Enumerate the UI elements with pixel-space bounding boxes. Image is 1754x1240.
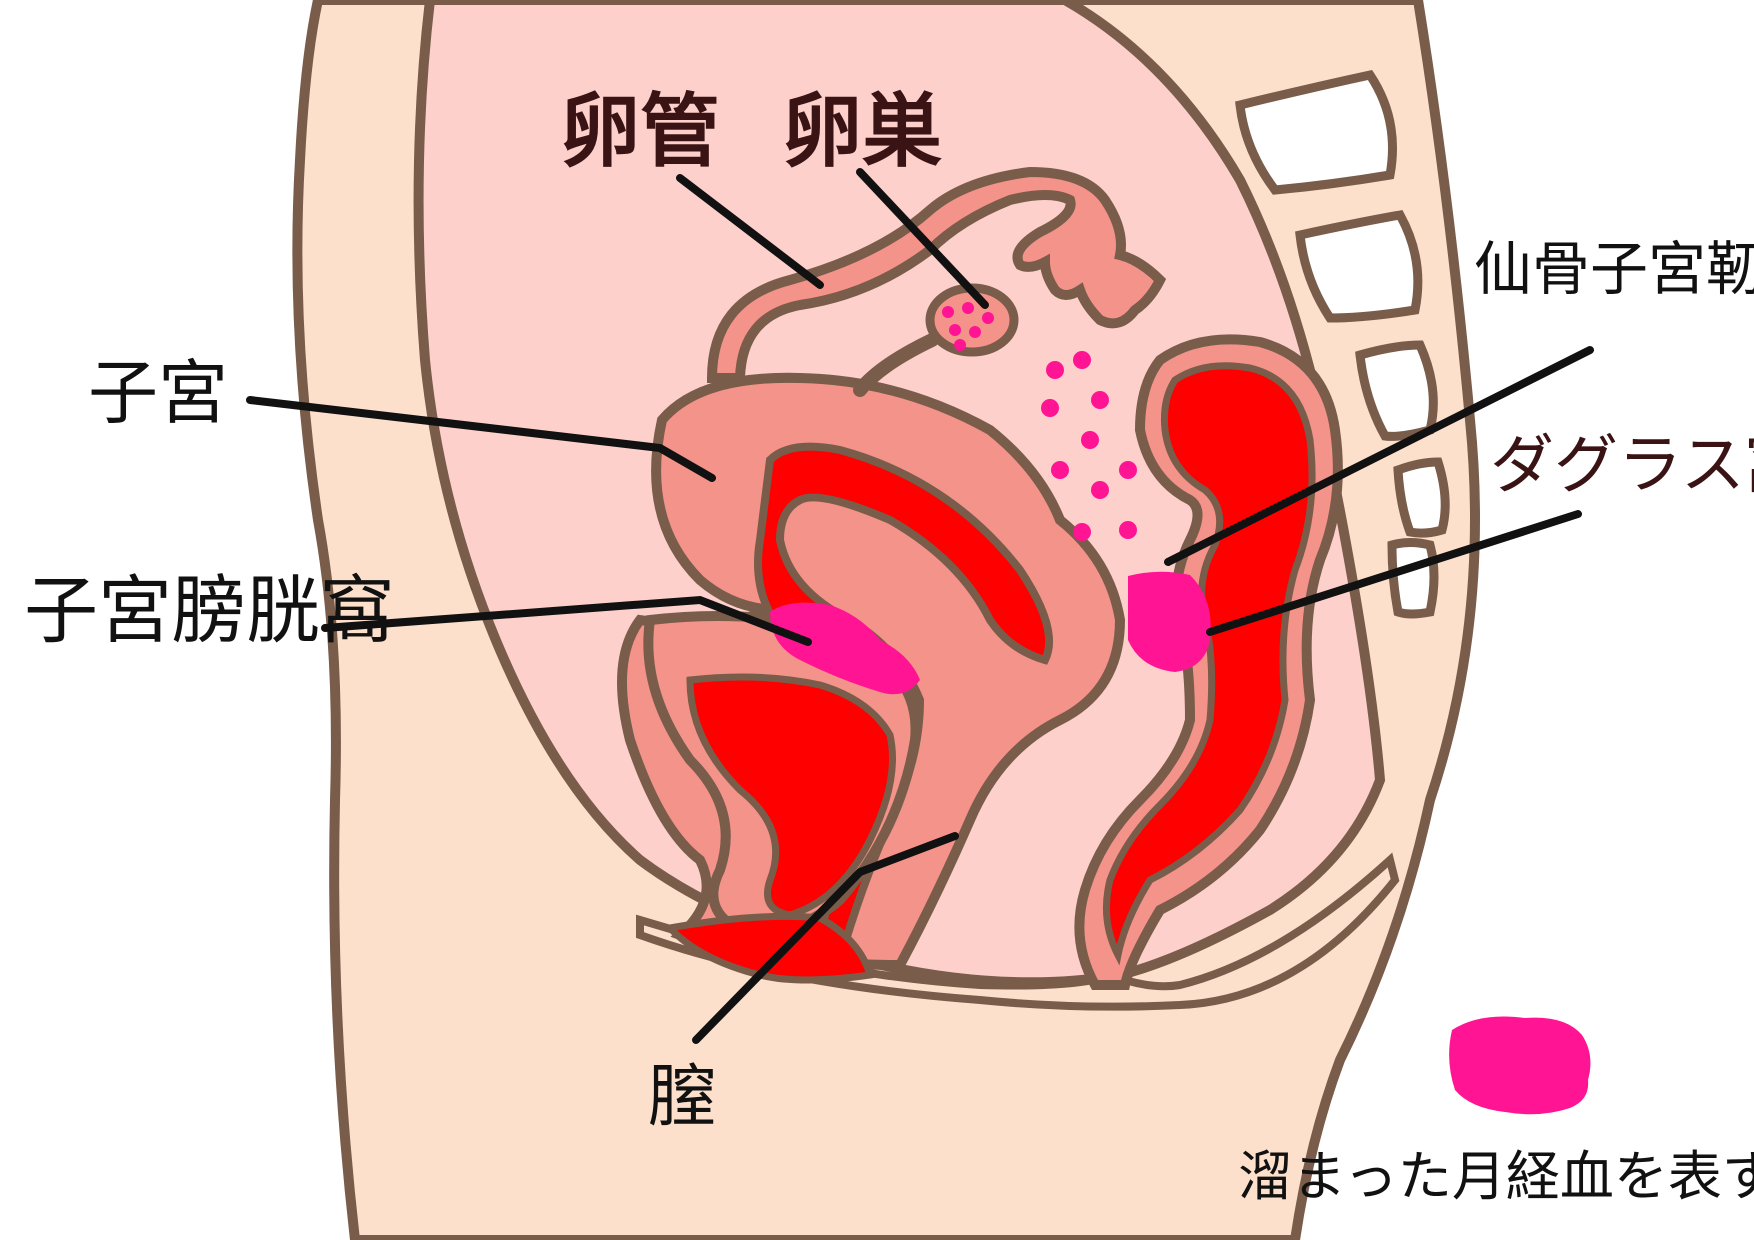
label-pouch-of-douglas: ダグラス窩 bbox=[1490, 429, 1754, 503]
leader-sacro bbox=[1164, 346, 1594, 566]
bladder-blood bbox=[686, 673, 896, 919]
perineal-blood bbox=[663, 912, 875, 984]
leader-ovary bbox=[856, 168, 989, 309]
label-ovary: 卵巣 bbox=[782, 85, 942, 178]
vertebra-2 bbox=[1295, 210, 1423, 323]
vertebra-5 bbox=[1387, 538, 1439, 619]
oviduct-tube bbox=[706, 166, 1167, 383]
douglas-pouch-blood bbox=[1128, 571, 1211, 672]
leader-douglas bbox=[1206, 510, 1582, 636]
legend-text: 溜まった月経血を表す bbox=[1238, 1145, 1754, 1208]
ovary-follicles bbox=[942, 302, 994, 351]
leader-vagina bbox=[692, 832, 959, 1044]
legend-swatch bbox=[1449, 1016, 1591, 1115]
label-vesicouterine-pouch: 子宮膀胱窩 bbox=[24, 568, 394, 654]
leader-vesico bbox=[321, 595, 812, 646]
vertebra-4 bbox=[1393, 457, 1450, 538]
ovarian-ligament bbox=[853, 333, 939, 397]
ovary bbox=[925, 283, 1019, 357]
label-oviduct: 卵管 bbox=[560, 85, 720, 178]
leader-lines bbox=[246, 168, 1594, 1044]
vesicouterine-pouch-blood bbox=[770, 602, 920, 695]
vertebra-1 bbox=[1235, 69, 1397, 195]
label-vagina: 膣 bbox=[648, 1058, 717, 1137]
label-uterus: 子宮 bbox=[88, 352, 228, 434]
label-uterosacral-ligament: 仙骨子宮靭帯 bbox=[1474, 235, 1754, 303]
leader-oviduct bbox=[676, 174, 824, 289]
leader-uterus bbox=[246, 396, 716, 482]
peritoneal-blood-dots bbox=[1041, 351, 1137, 541]
